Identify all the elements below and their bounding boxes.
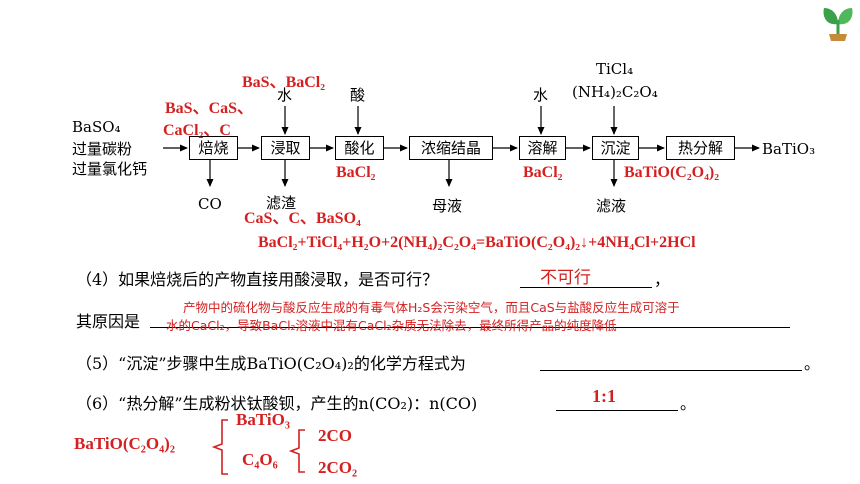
q5-text: （5）“沉淀”步骤中生成BaTiO(C₂O₄)₂的化学方程式为 bbox=[76, 354, 466, 373]
step-acidify: 酸化 bbox=[335, 136, 384, 160]
byproduct-co: CO bbox=[198, 195, 222, 213]
step-leach: 浸取 bbox=[261, 136, 310, 160]
q6-answer-line bbox=[556, 410, 678, 411]
decomp-gas-co: 2CO bbox=[318, 426, 352, 445]
q6-text: （6）“热分解”生成粉状钛酸钡，产生的n(CO₂)：n(CO) bbox=[76, 394, 478, 413]
reagent-oxalate: (NH₄)₂C₂O₄ bbox=[572, 83, 658, 101]
step-dissolve: 溶解 bbox=[519, 136, 566, 160]
input-cacl2: 过量氯化钙 bbox=[72, 160, 148, 178]
decomp-gas-co2: 2CO₂ bbox=[318, 458, 358, 477]
q6-answer: 1:1 bbox=[592, 386, 616, 406]
reagent-water-1: 水 bbox=[277, 86, 293, 104]
q4-reason-line bbox=[150, 327, 790, 328]
input-baso4: BaSO₄ bbox=[72, 118, 121, 136]
q4-reason-label: 其原因是 bbox=[76, 312, 141, 331]
annotation-roast-a: BaS、CaS、 bbox=[165, 100, 254, 117]
step-crystallize: 浓缩结晶 bbox=[409, 136, 493, 160]
input-carbon: 过量碳粉 bbox=[72, 140, 133, 158]
annotation-roast-b: CaCl₂、C bbox=[163, 122, 231, 139]
annotation-residue: CaS、C、BaSO₄ bbox=[244, 210, 361, 227]
byproduct-mother-liquor: 母液 bbox=[432, 197, 463, 215]
byproduct-filtrate: 滤液 bbox=[596, 197, 627, 215]
byproduct-residue: 滤渣 bbox=[266, 194, 297, 212]
product-batio3: BaTiO₃ bbox=[762, 140, 816, 158]
reagent-acid: 酸 bbox=[350, 86, 366, 104]
q5-answer-line bbox=[540, 370, 802, 371]
annotation-acidify: BaCl₂ bbox=[336, 164, 376, 181]
annotation-precipitate: BaTiO(C₂O₄)₂ bbox=[624, 164, 719, 181]
q5-end: 。 bbox=[804, 354, 821, 373]
step-roast: 焙烧 bbox=[189, 136, 238, 160]
q4-text: （4）如果焙烧后的产物直接用酸浸取，是否可行？ bbox=[76, 270, 439, 289]
q4-answer: 不可行 bbox=[540, 268, 591, 288]
q4-reason-line2: 水的CaCl₂，导致BaCl₂溶液中混有CaCl₂杂质无法除去，最终所得产品的纯… bbox=[166, 318, 617, 333]
reagent-water-2: 水 bbox=[533, 86, 549, 104]
decomp-intermediate: C₄O₆ bbox=[242, 450, 278, 469]
annotation-leach-solution: BaS、BaCl₂ bbox=[242, 74, 326, 91]
q4-answer-line bbox=[520, 287, 652, 288]
q4-end: ， bbox=[654, 270, 671, 289]
sprout-icon bbox=[818, 2, 858, 42]
annotation-dissolve: BaCl₂ bbox=[523, 164, 563, 181]
q4-reason-line1: 产物中的硫化物与酸反应生成的有毒气体H₂S会污染空气，而且CaS与盐酸反应生成可… bbox=[183, 300, 680, 315]
flowchart-arrows bbox=[163, 106, 760, 187]
reaction-equation: BaCl₂+TiCl₄+H₂O+2(NH₄)₂C₂O₄=BaTiO(C₂O₄)₂… bbox=[258, 234, 696, 251]
q6-end: 。 bbox=[680, 394, 697, 413]
decomp-reactant: BaTiO(C₂O₄)₂ bbox=[74, 434, 175, 453]
reagent-ticl4: TiCl₄ bbox=[596, 60, 634, 78]
decomp-product-batio3: BaTiO₃ bbox=[236, 410, 290, 429]
step-decompose: 热分解 bbox=[666, 136, 735, 160]
step-precipitate: 沉淀 bbox=[592, 136, 639, 160]
